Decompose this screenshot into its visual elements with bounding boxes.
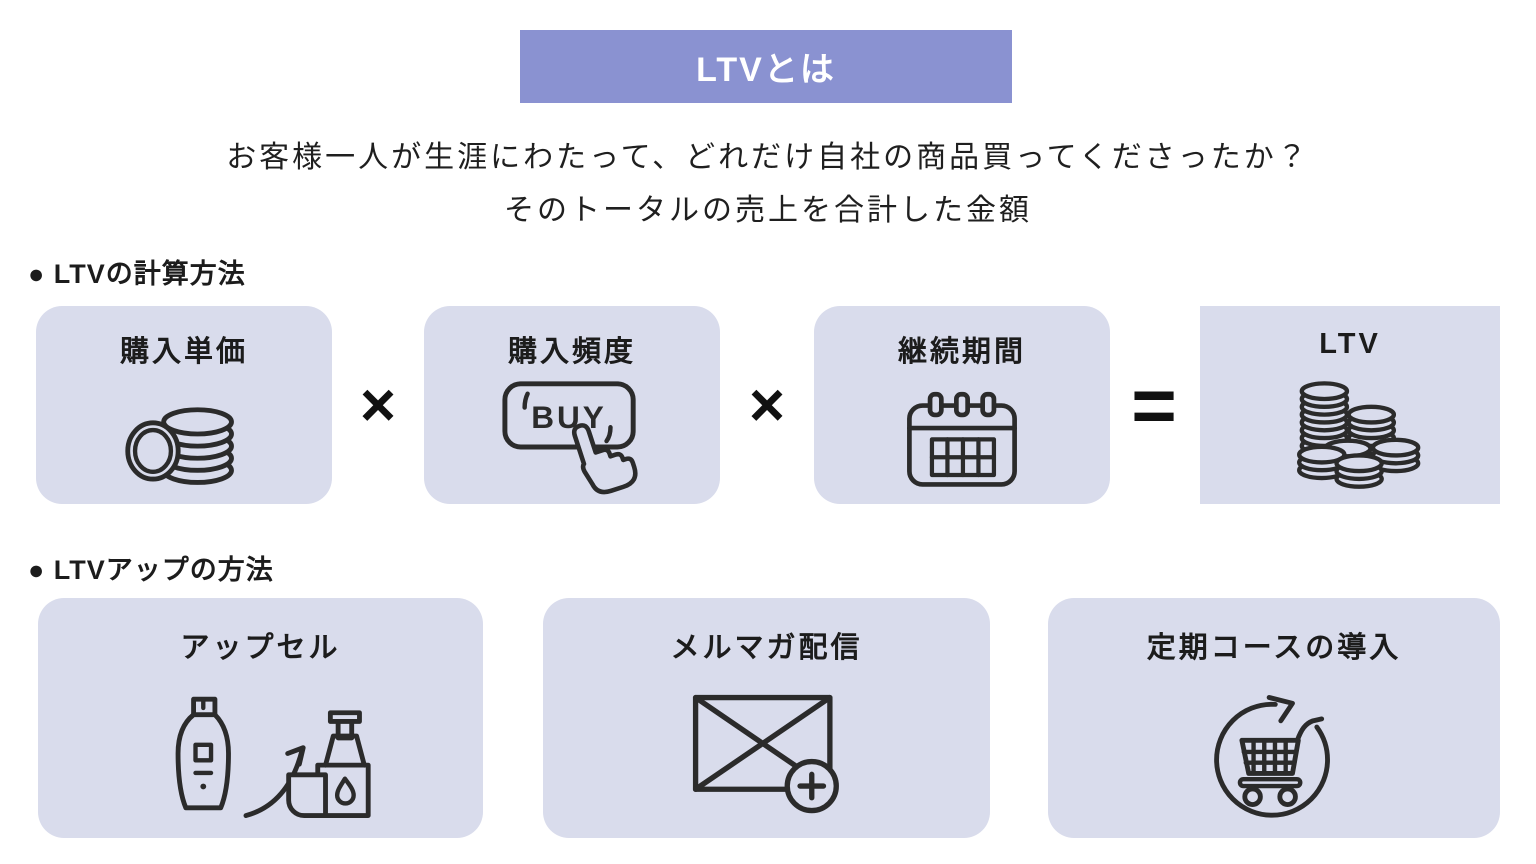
equals-operator: = xyxy=(1131,360,1177,449)
calc-card-duration: 継続期間 xyxy=(814,306,1110,504)
up-section-heading: ● LTVアップの方法 xyxy=(28,555,274,585)
up-card-newsletter: メルマガ配信 xyxy=(543,598,990,838)
newsletter-icon xyxy=(692,694,839,814)
up-card-upsell: アップセル xyxy=(38,598,483,838)
buy-button-text: BUY xyxy=(531,399,607,435)
icon-area xyxy=(814,370,1110,504)
definition-line-2: そのトータルの売上を合計した金額 xyxy=(504,194,1032,227)
card-label: メルマガ配信 xyxy=(670,632,863,664)
definition-line-1: お客様一人が生涯にわたって、どれだけ自社の商品買ってくださったか？ xyxy=(226,141,1310,174)
icon-area xyxy=(1200,361,1500,504)
card-label: 購入単価 xyxy=(119,336,248,368)
upsell-icon xyxy=(175,696,371,818)
calc-card-ltv-result: LTV xyxy=(1200,306,1500,504)
card-label: 継続期間 xyxy=(897,336,1026,368)
icon-area xyxy=(1048,666,1500,838)
card-label: LTV xyxy=(1319,328,1381,360)
icon-area xyxy=(543,666,990,838)
ltv-definition: お客様一人が生涯にわたって、どれだけ自社の商品買ってくださったか？ そのトータル… xyxy=(0,131,1536,237)
card-label: 定期コースの導入 xyxy=(1146,632,1402,664)
up-card-subscription: 定期コースの導入 xyxy=(1048,598,1500,838)
card-label: 購入頻度 xyxy=(507,336,636,368)
buy-button-icon: BUY xyxy=(502,381,638,495)
multiply-operator: × xyxy=(359,370,397,440)
calc-card-unit-price: 購入単価 xyxy=(36,306,332,504)
card-label: アップセル xyxy=(180,632,341,664)
page-title: LTVとは xyxy=(520,30,1012,103)
coins-stack-icon xyxy=(125,406,234,485)
calc-section-heading: ● LTVの計算方法 xyxy=(28,259,246,289)
subscription-cart-icon xyxy=(1214,695,1330,818)
icon-area xyxy=(36,370,332,504)
coin-piles-icon xyxy=(1297,381,1421,490)
icon-area xyxy=(38,666,483,838)
icon-area: BUY xyxy=(424,370,720,504)
multiply-operator: × xyxy=(748,370,786,440)
calendar-icon xyxy=(907,392,1017,488)
calc-card-frequency: 購入頻度 BUY xyxy=(424,306,720,504)
